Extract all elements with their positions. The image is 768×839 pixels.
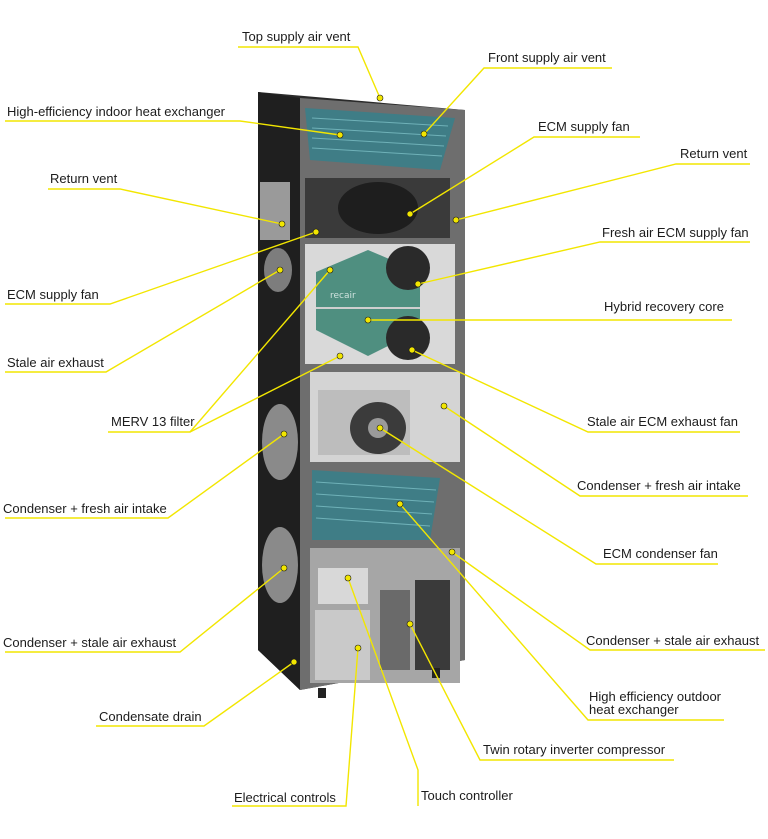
label-condenser-stale-air-exhaust-left: Condenser + stale air exhaust [3,635,177,650]
label-high-efficiency-outdoor-heat-exchanger-line1: High efficiency outdoor [589,689,722,704]
leader-return-vent-right [455,163,750,221]
leader-merv13-filter-b [189,355,341,433]
leader-ecm-supply-fan-right [409,136,640,215]
leader-condenser-stale-air-exhaust-left [5,567,285,653]
leader-outdoor-heat-exchanger [399,503,724,721]
leader-ecm-condenser-fan [379,427,718,565]
condenser-exhaust-duct-collar [262,527,298,603]
leader-stale-air-ecm-exhaust-fan [411,349,740,433]
leader-fresh-air-ecm-supply-fan [417,241,750,285]
leader-front-supply-air-vent [423,67,612,135]
label-front-supply-air-vent: Front supply air vent [488,50,606,65]
leader-stale-air-exhaust [5,269,281,373]
leader-compressor [409,623,674,761]
leader-indoor-heat-exchanger [5,120,341,136]
ecm-supply-fan-housing [305,178,450,238]
leader-lines [5,46,765,807]
label-high-efficiency-outdoor-heat-exchanger-line2: heat exchanger [589,702,679,717]
label-top-supply-air-vent: Top supply air vent [242,29,351,44]
label-merv-13-filter: MERV 13 filter [111,414,195,429]
label-ecm-condenser-fan: ECM condenser fan [603,546,718,561]
label-ecm-supply-fan-left: ECM supply fan [7,287,99,302]
electrical-compartment [310,548,460,683]
label-touch-controller: Touch controller [421,788,513,803]
label-stale-air-ecm-exhaust-fan: Stale air ECM exhaust fan [587,414,739,429]
leader-dots [276,94,460,666]
label-return-vent-left: Return vent [50,171,118,186]
leader-return-vent-left [48,188,283,225]
label-condenser-stale-air-exhaust-right: Condenser + stale air exhaust [586,633,760,648]
unit-foot [318,688,326,698]
leader-touch-controller [347,577,419,806]
outdoor-heat-exchanger-coil [312,470,440,540]
label-condenser-fresh-air-intake-left: Condenser + fresh air intake [3,501,167,516]
leader-ecm-supply-fan-left [5,231,317,305]
label-high-efficiency-indoor-heat-exchanger: High-efficiency indoor heat exchanger [7,104,226,119]
leader-condenser-fresh-air-intake-left [5,433,285,519]
condenser-intake-duct-collar [262,404,298,480]
label-stale-air-exhaust: Stale air exhaust [7,355,104,370]
ecm-condenser-fan [310,372,460,462]
label-condensate-drain: Condensate drain [99,709,202,724]
label-condenser-fresh-air-intake-right: Condenser + fresh air intake [577,478,741,493]
brand-logo: recair [330,291,356,301]
leader-condensate-drain [96,661,295,727]
leader-condenser-fresh-air-intake-right [443,405,748,497]
label-ecm-supply-fan-right: ECM supply fan [538,119,630,134]
label-electrical-controls: Electrical controls [234,790,336,805]
hybrid-recovery-core: recair [305,244,455,364]
leader-condenser-stale-air-exhaust-right [451,551,765,651]
leader-electrical-controls [232,647,359,807]
label-hybrid-recovery-core: Hybrid recovery core [604,299,724,314]
leader-top-supply-air-vent [238,46,381,99]
label-fresh-air-ecm-supply-fan: Fresh air ECM supply fan [602,225,749,240]
label-twin-rotary-inverter-compressor: Twin rotary inverter compressor [483,742,666,757]
return-vent-duct [260,182,290,240]
label-return-vent-right: Return vent [680,146,748,161]
indoor-heat-exchanger-coil [305,108,455,170]
